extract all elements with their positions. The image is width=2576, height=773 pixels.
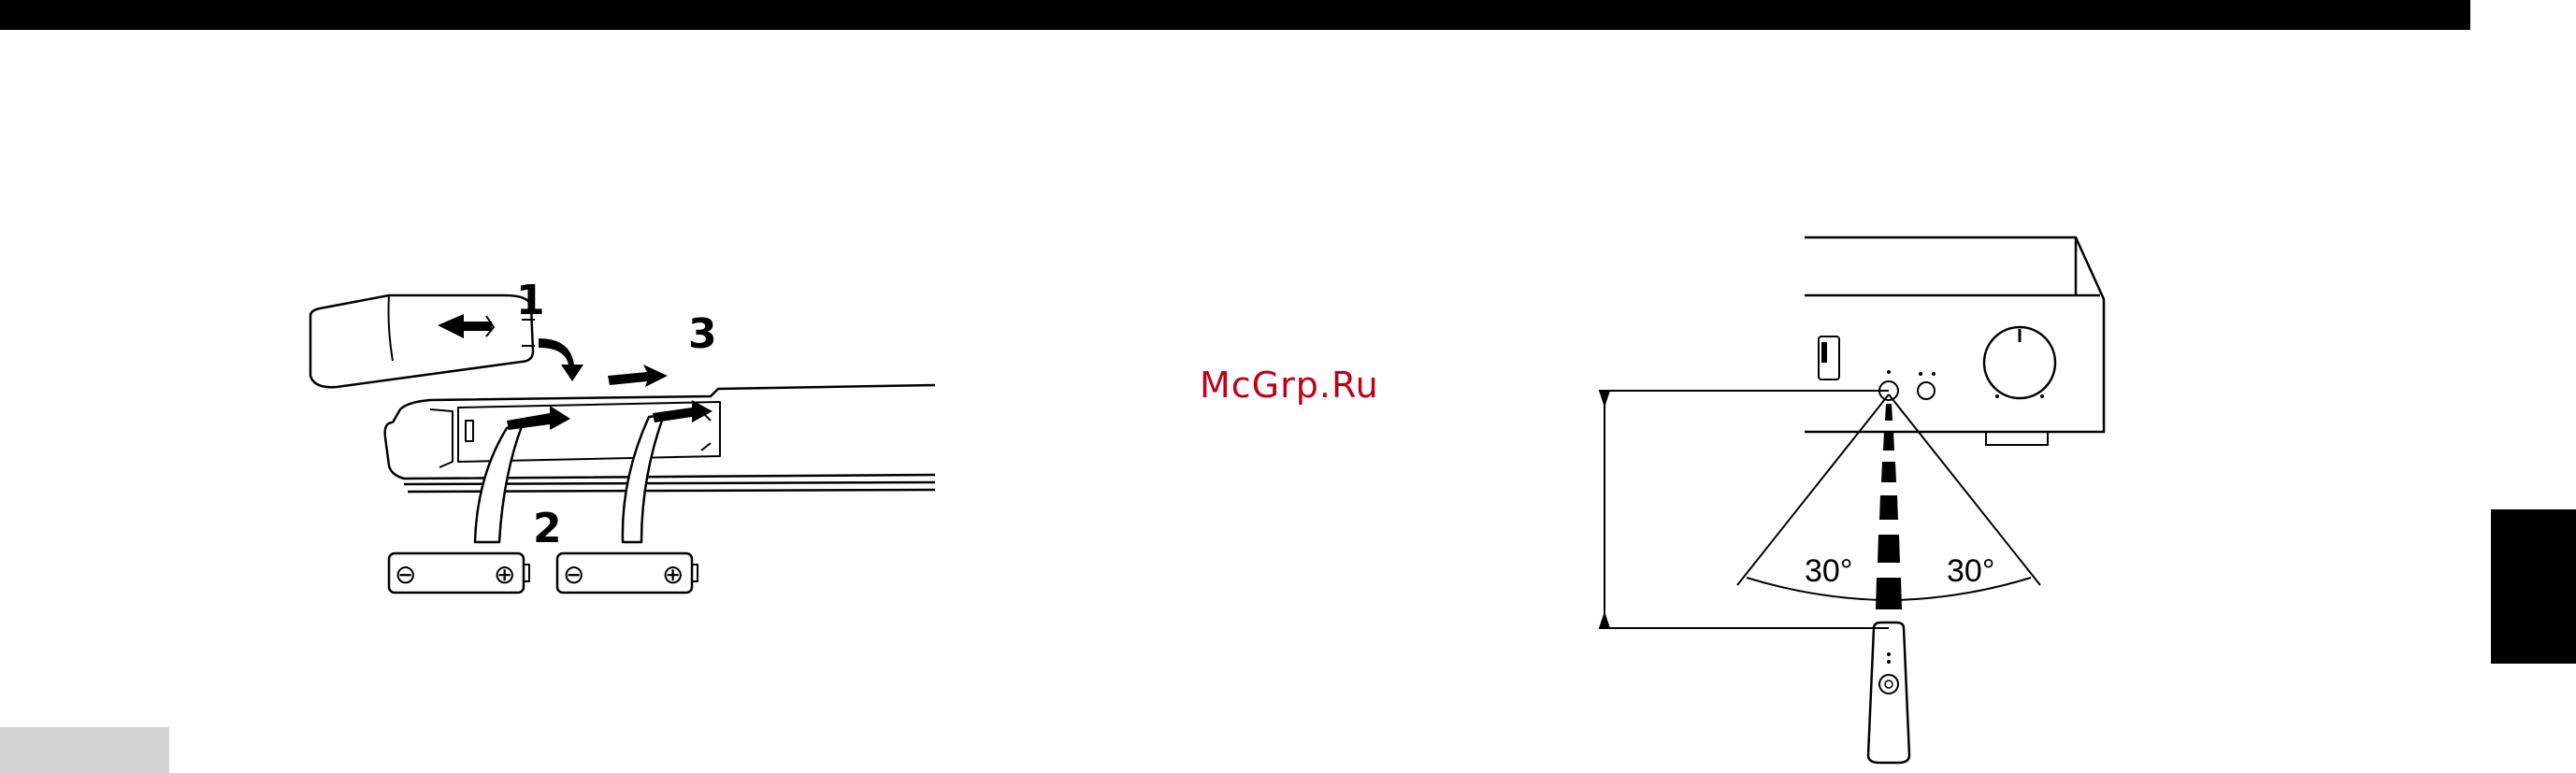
- battery-cover: [310, 295, 533, 387]
- battery-installation-illustration: 1 2 3 ⊖ ⊕ ⊖ ⊕: [299, 271, 935, 608]
- angle-right-label: 30°: [1947, 553, 1994, 589]
- chapter-side-tab: [2491, 509, 2576, 664]
- battery-left-plus: ⊕: [494, 559, 515, 590]
- insertion-arrow-right: [623, 415, 664, 542]
- slide-arrow: [438, 314, 492, 338]
- watermark-text: McGrp.Ru: [1200, 365, 1379, 406]
- close-arrow: [539, 338, 583, 381]
- battery-left-minus: ⊖: [395, 559, 416, 590]
- input-knob: [1918, 382, 1935, 399]
- top-header-bar: [0, 0, 2470, 30]
- step-2-label: 2: [533, 505, 562, 552]
- operating-range-illustration: 30° 30°: [1580, 224, 2113, 766]
- receiver-unit: [1805, 237, 2104, 432]
- angle-left-label: 30°: [1805, 553, 1852, 589]
- step-1-label: 1: [516, 277, 545, 324]
- remote-body: [385, 422, 935, 479]
- insert-arrow-left: [507, 406, 570, 430]
- page-corner-tab: [0, 727, 169, 773]
- battery-right-minus: ⊖: [563, 559, 584, 590]
- step-3-label: 3: [688, 310, 717, 358]
- battery-right-plus: ⊕: [662, 559, 684, 590]
